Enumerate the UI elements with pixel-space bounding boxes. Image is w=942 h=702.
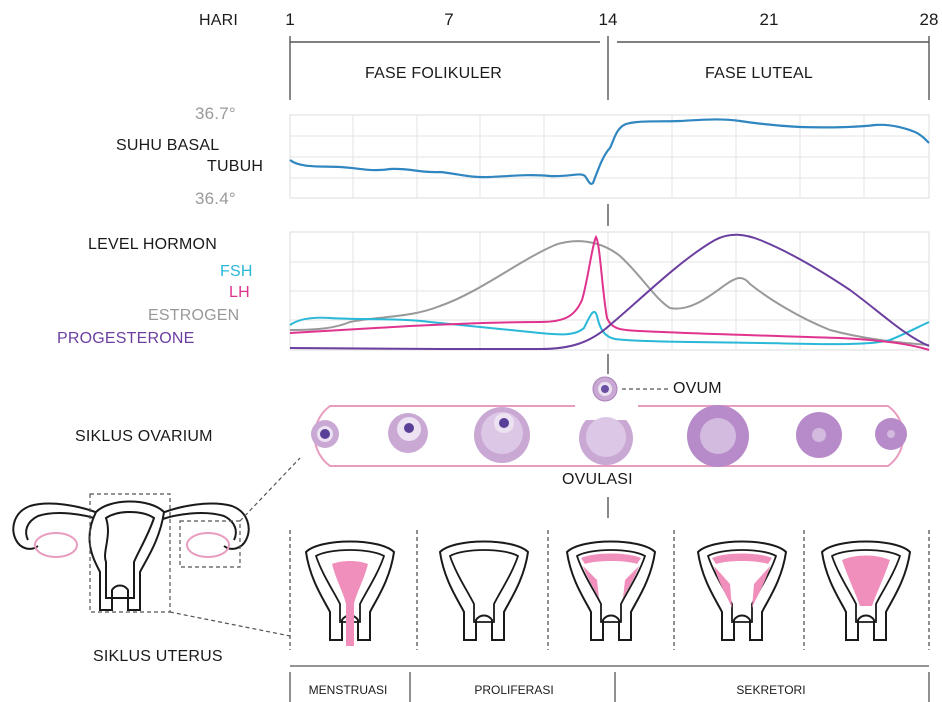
basal-temperature-line bbox=[290, 119, 929, 183]
corpus-albicans bbox=[875, 418, 907, 450]
uterus-menstruation bbox=[306, 542, 394, 647]
corpus-luteum-1 bbox=[687, 405, 749, 467]
follicle-ovulating bbox=[579, 417, 633, 465]
follicle-2 bbox=[388, 413, 428, 453]
header-brackets bbox=[290, 36, 929, 100]
ovum-icon bbox=[593, 377, 617, 401]
follicle-3 bbox=[474, 407, 530, 463]
right-ovary bbox=[187, 533, 229, 557]
left-ovary bbox=[35, 533, 77, 557]
follicle-1 bbox=[311, 420, 339, 448]
progesterone-curve bbox=[290, 235, 929, 349]
uterus-phase-bar bbox=[290, 666, 929, 702]
uterus-secretory-2 bbox=[698, 542, 786, 641]
uterus-secretory-1 bbox=[567, 542, 655, 641]
corpus-luteum-2 bbox=[796, 412, 842, 458]
uterus-secretory-3 bbox=[822, 542, 910, 641]
lh-curve bbox=[290, 237, 929, 350]
uterus-proliferation bbox=[440, 542, 528, 641]
estrogen-curve bbox=[290, 241, 929, 345]
